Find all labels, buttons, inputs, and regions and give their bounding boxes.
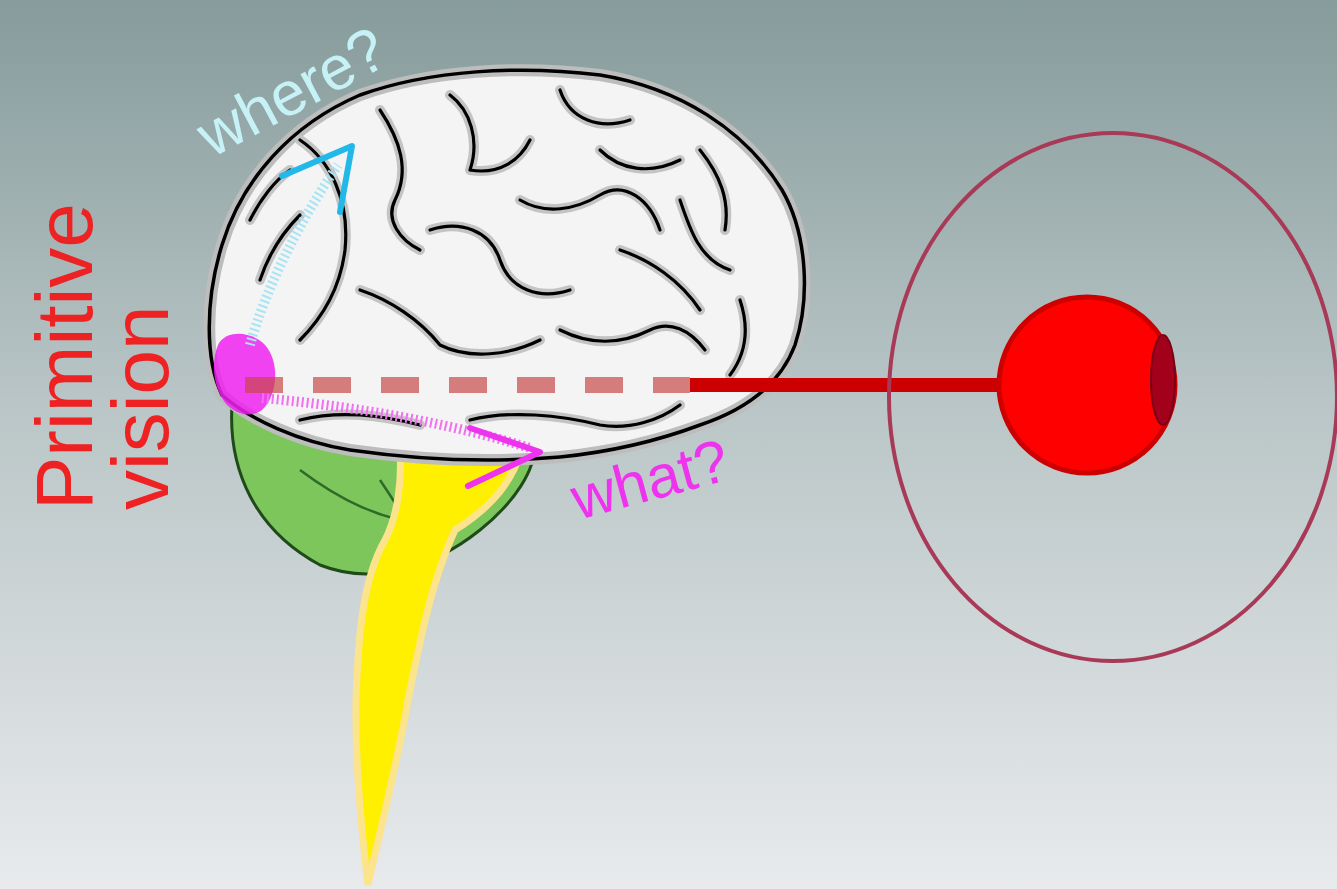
region-label: Primitive vision [27,180,179,510]
highlight-ellipse [889,133,1337,661]
ventral-arrowhead [468,428,540,486]
optic-radiation [245,377,690,393]
optic-nerve [690,378,1005,392]
brainstem [356,450,522,885]
cerebrum [209,70,804,460]
gyri [250,90,745,426]
stream-label: what? [564,427,736,532]
cerebrum-outline [209,70,804,460]
dorsal-arrowhead [282,146,352,212]
ventral-stream [262,398,530,448]
pupil [1151,335,1175,425]
eyeball [999,297,1175,473]
dorsal-stream [250,165,338,345]
stream-label: where? [186,14,398,170]
visual-cortex [214,334,275,415]
